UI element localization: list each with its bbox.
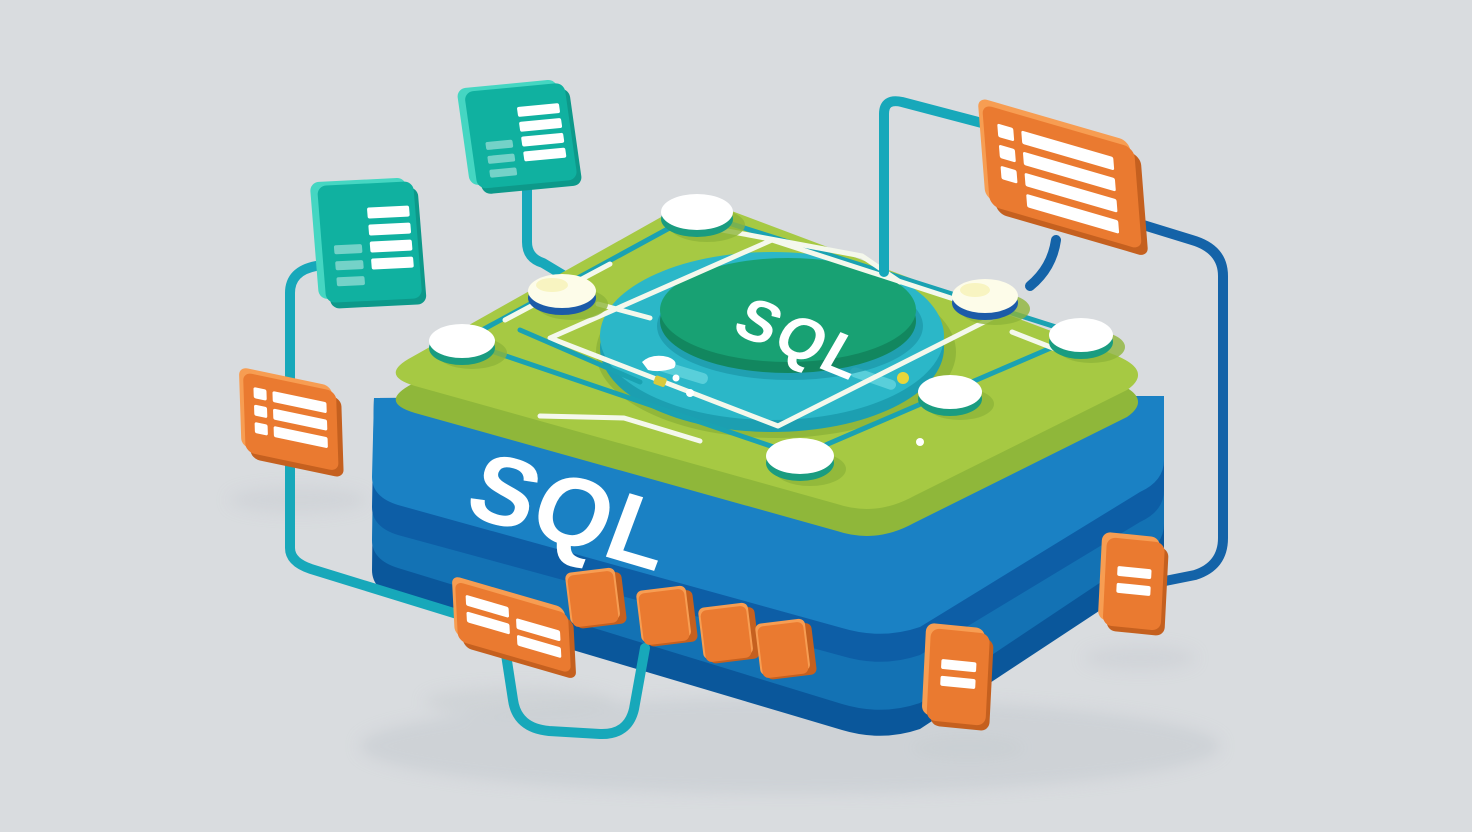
table-row-icon: [519, 118, 563, 132]
connector-nodes: [429, 194, 1125, 486]
table-row-icon-faint: [489, 167, 518, 178]
list-square-icon: [254, 404, 268, 418]
list-square-icon: [997, 123, 1015, 142]
table-row-icon: [1116, 582, 1151, 596]
node-bottom: [766, 438, 846, 486]
table-row-icon: [273, 408, 328, 431]
teal-table-card-left: [310, 177, 427, 309]
cable-topright-blue-down: [1025, 235, 1061, 291]
table-row-icon-faint: [335, 260, 364, 271]
ground-shadows: [230, 487, 1220, 794]
sql-disc: [660, 258, 916, 362]
cable-left-teal: [285, 261, 475, 623]
yellow-dot: [897, 372, 909, 384]
list-square-icon: [253, 387, 267, 401]
table-row-icon: [516, 635, 562, 658]
table-row-icon: [941, 659, 977, 673]
tile-face: [1102, 537, 1165, 631]
table-row-icon: [1026, 194, 1120, 234]
table-row-icon: [272, 391, 327, 413]
port-cube-4: [755, 618, 817, 680]
node-left: [429, 324, 507, 369]
table-row-icon-faint: [487, 153, 516, 164]
sql-platform: SQL: [596, 252, 956, 438]
list-square-icon: [1000, 166, 1018, 184]
node-mid-right: [918, 375, 994, 420]
table-row-icon: [521, 132, 565, 147]
table-row-icon: [516, 618, 561, 642]
table-row-icon: [1024, 173, 1118, 213]
node-upper-right: [952, 279, 1030, 325]
table-row-icon: [273, 426, 328, 448]
node-top: [661, 194, 745, 242]
paint-dot-2: [686, 389, 694, 397]
orange-table-card-top-right: [978, 99, 1148, 255]
table-row-icon: [369, 239, 413, 253]
table-row-icon: [367, 205, 410, 219]
orange-table-card-left: [239, 368, 344, 477]
orange-tile-right-lower: [922, 623, 994, 731]
table-row-icon: [940, 675, 976, 689]
list-square-icon: [254, 422, 268, 436]
table-row-icon-faint: [336, 276, 365, 287]
table-row-icon: [368, 222, 412, 236]
port-cube-3: [698, 602, 760, 664]
teal-table-card-top: [457, 80, 582, 194]
yellow-chip: [653, 375, 667, 387]
table-row-icon: [517, 103, 560, 117]
paint-blob: [642, 355, 676, 372]
cable-bottom-loop: [500, 643, 650, 740]
table-row-icon: [1117, 566, 1152, 580]
cable-right-blue: [1135, 219, 1228, 587]
table-row-icon: [465, 595, 510, 618]
port-cube-2: [636, 585, 698, 647]
table-row-icon-faint: [485, 139, 514, 150]
port-cube-1: [565, 567, 627, 629]
table-row-icon: [523, 147, 567, 162]
trace-white-4: [1009, 329, 1061, 353]
node-right: [1049, 318, 1125, 363]
trace-white-ring: [547, 237, 1003, 429]
orange-table-card-bottom: [452, 577, 576, 678]
trace-teal-extra: [517, 327, 643, 385]
table-row-icon: [371, 256, 414, 270]
table-row-icon: [466, 611, 510, 635]
table-row-icon: [1021, 130, 1115, 171]
table-row-icon: [1022, 151, 1116, 192]
orange-tile-right-upper: [1098, 532, 1169, 636]
paint-dot-1: [672, 374, 680, 382]
tile-face: [926, 628, 990, 726]
list-square-icon: [998, 145, 1016, 163]
cable-topright-teal: [879, 96, 987, 277]
paint-dot-3: [916, 438, 924, 446]
port-cubes: [565, 567, 817, 680]
table-row-icon-faint: [333, 244, 363, 255]
node-upper-left: [528, 274, 608, 320]
cable-top-card: [522, 181, 583, 289]
trace-white-3: [537, 413, 703, 444]
